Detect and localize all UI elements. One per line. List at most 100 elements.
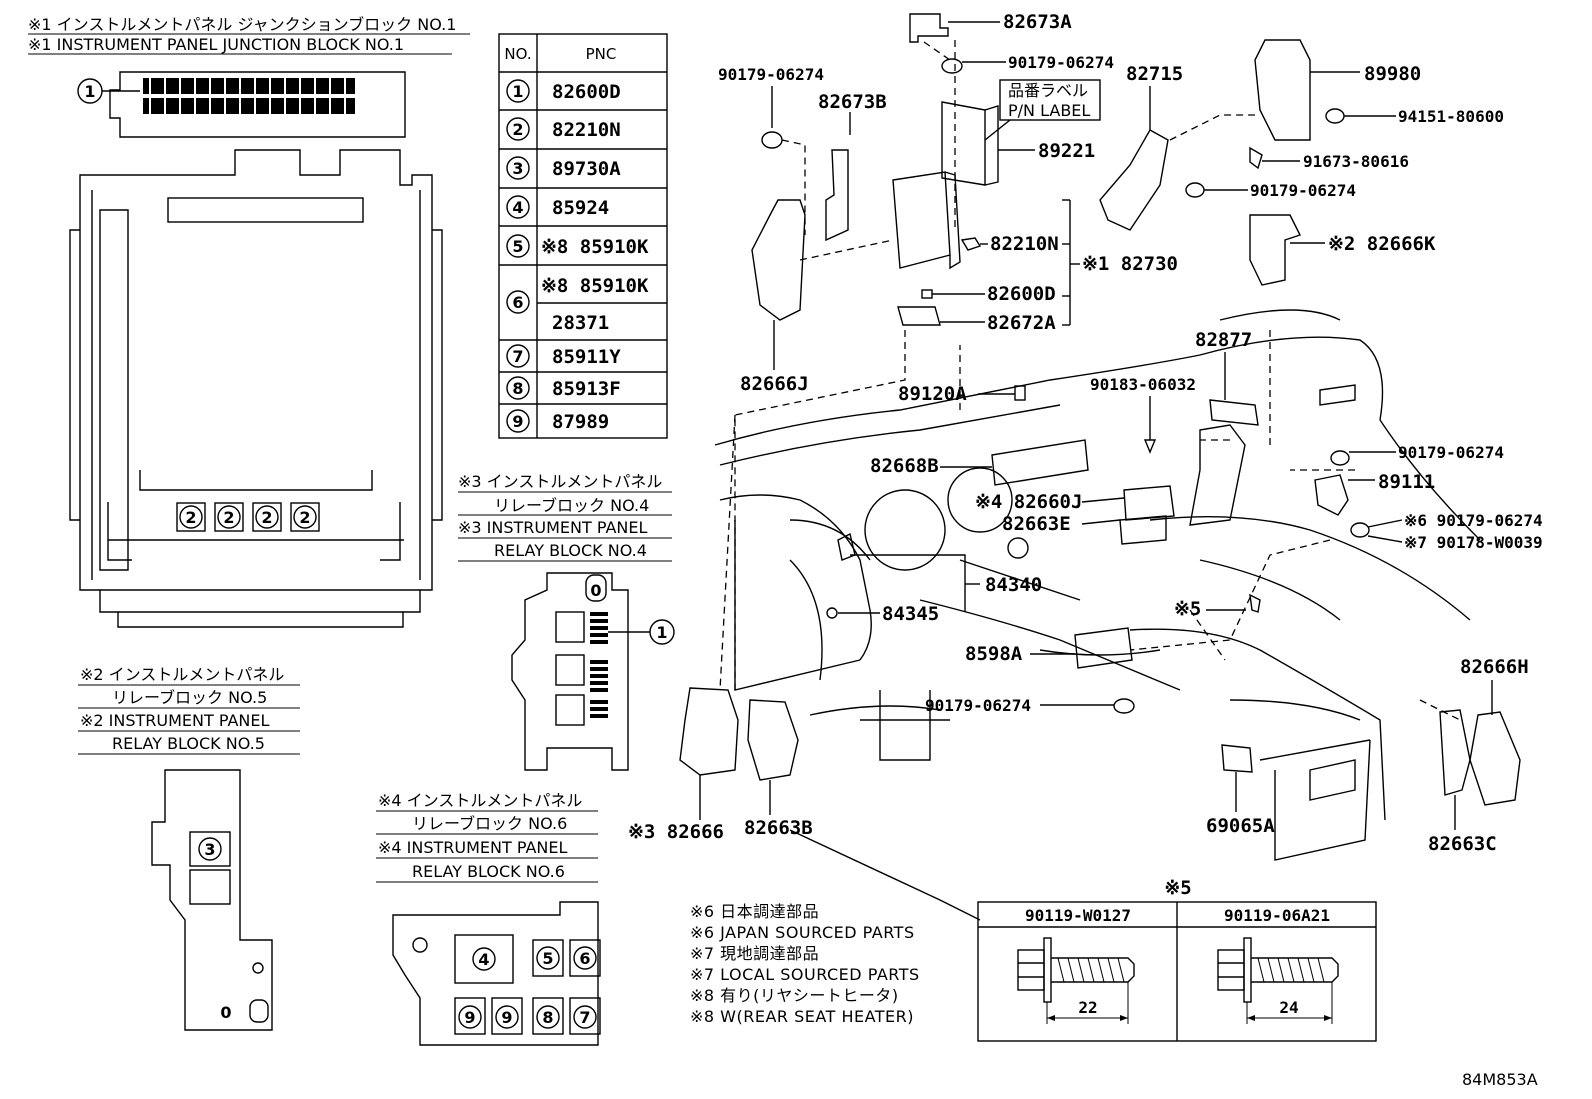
svg-text:2: 2 bbox=[512, 120, 523, 139]
svg-text:※5: ※5 bbox=[1164, 877, 1191, 899]
table-row: 5 ※8 85910K bbox=[506, 234, 649, 258]
svg-text:※3 82666: ※3 82666 bbox=[628, 821, 724, 843]
svg-text:85913F: 85913F bbox=[552, 378, 621, 400]
svg-text:2: 2 bbox=[185, 508, 196, 527]
svg-text:89111: 89111 bbox=[1378, 471, 1435, 493]
callout-1-jb: 1 bbox=[84, 82, 95, 101]
svg-text:0: 0 bbox=[220, 1003, 231, 1022]
note-line: ※6 日本調達部品 bbox=[690, 902, 819, 921]
caption-jb1-en: ※1 INSTRUMENT PANEL JUNCTION BLOCK NO.1 bbox=[28, 35, 404, 54]
svg-text:2: 2 bbox=[299, 508, 310, 527]
svg-text:4: 4 bbox=[478, 950, 489, 969]
table-row: 6 ※8 85910K 28371 bbox=[506, 275, 649, 334]
svg-text:90179-06274: 90179-06274 bbox=[718, 65, 824, 84]
middle-parts: 82877 89120A 90183-06032 90179-06274 826… bbox=[628, 329, 1543, 921]
relay-block-no5: ※2 インストルメントパネル リレーブロック NO.5 ※2 INSTRUMEN… bbox=[78, 665, 300, 1031]
svg-text:82715: 82715 bbox=[1126, 63, 1183, 85]
svg-text:82668B: 82668B bbox=[870, 455, 939, 477]
svg-text:82210N: 82210N bbox=[552, 119, 621, 141]
svg-text:82600D: 82600D bbox=[552, 81, 621, 103]
svg-text:1: 1 bbox=[512, 82, 523, 101]
svg-text:90119-W0127: 90119-W0127 bbox=[1025, 906, 1131, 925]
svg-text:9: 9 bbox=[464, 1008, 475, 1027]
svg-text:4: 4 bbox=[512, 198, 523, 217]
notes: ※6 日本調達部品 ※6 JAPAN SOURCED PARTS ※7 現地調達… bbox=[690, 902, 920, 1026]
svg-text:リレーブロック NO.4: リレーブロック NO.4 bbox=[494, 496, 649, 515]
figure-id: 84M853A bbox=[1462, 1070, 1538, 1089]
note-line: ※8 W(REAR SEAT HEATER) bbox=[690, 1007, 914, 1026]
svg-text:90183-06032: 90183-06032 bbox=[1090, 375, 1196, 394]
svg-text:85924: 85924 bbox=[552, 197, 609, 219]
note-line: ※6 JAPAN SOURCED PARTS bbox=[690, 923, 915, 942]
fuse-strip bbox=[143, 78, 355, 114]
svg-text:※5: ※5 bbox=[1174, 598, 1201, 620]
svg-text:※7 90178-W0039: ※7 90178-W0039 bbox=[1404, 533, 1543, 552]
dashboard-illustration bbox=[714, 309, 1481, 861]
table-row: 3 89730A bbox=[506, 156, 621, 180]
bolt-table: ※5 90119-W0127 90119-06A21 22 bbox=[977, 877, 1377, 1042]
table-row: 7 85911Y bbox=[506, 344, 621, 368]
table-row: 1 82600D bbox=[506, 79, 621, 103]
svg-text:90179-06274: 90179-06274 bbox=[1250, 181, 1356, 200]
svg-text:28371: 28371 bbox=[552, 312, 609, 334]
svg-text:94151-80600: 94151-80600 bbox=[1398, 107, 1504, 126]
svg-text:※6 90179-06274: ※6 90179-06274 bbox=[1404, 511, 1543, 530]
svg-text:P/N LABEL: P/N LABEL bbox=[1008, 101, 1090, 120]
fuse-strip bbox=[590, 612, 608, 718]
svg-text:※8 85910K: ※8 85910K bbox=[541, 275, 649, 297]
note-line: ※8 有り(リヤシートヒータ) bbox=[690, 986, 899, 1005]
svg-text:9: 9 bbox=[501, 1008, 512, 1027]
svg-text:22: 22 bbox=[1078, 998, 1097, 1017]
svg-text:82877: 82877 bbox=[1195, 329, 1252, 351]
note-line: ※7 LOCAL SOURCED PARTS bbox=[690, 965, 920, 984]
svg-text:90179-06274: 90179-06274 bbox=[1008, 53, 1114, 72]
svg-text:9: 9 bbox=[512, 412, 523, 431]
junction-block-no1: ※1 インストルメントパネル ジャンクションブロック NO.1 ※1 INSTR… bbox=[28, 15, 470, 628]
svg-text:RELAY BLOCK NO.6: RELAY BLOCK NO.6 bbox=[412, 862, 565, 881]
svg-text:品番ラベル: 品番ラベル bbox=[1008, 81, 1088, 100]
svg-text:89980: 89980 bbox=[1364, 63, 1421, 85]
svg-text:※2 インストルメントパネル: ※2 インストルメントパネル bbox=[80, 665, 284, 684]
table-row: 4 85924 bbox=[506, 195, 609, 219]
table-row: 2 82210N bbox=[506, 117, 621, 141]
svg-text:84340: 84340 bbox=[985, 574, 1042, 596]
relay-block-no6: ※4 インストルメントパネル リレーブロック NO.6 ※4 INSTRUMEN… bbox=[376, 791, 601, 1046]
svg-text:0: 0 bbox=[590, 581, 601, 600]
svg-text:8598A: 8598A bbox=[965, 643, 1023, 665]
svg-text:5: 5 bbox=[512, 237, 523, 256]
svg-text:※2 82666K: ※2 82666K bbox=[1328, 233, 1436, 255]
svg-text:リレーブロック NO.6: リレーブロック NO.6 bbox=[412, 814, 567, 833]
table-row: 9 87989 bbox=[506, 409, 609, 433]
bolt-drawing bbox=[1217, 937, 1339, 1024]
table-header-pnc: PNC bbox=[586, 45, 617, 63]
svg-text:※4 INSTRUMENT PANEL: ※4 INSTRUMENT PANEL bbox=[378, 838, 568, 857]
svg-text:※3 INSTRUMENT PANEL: ※3 INSTRUMENT PANEL bbox=[458, 518, 648, 537]
svg-text:2: 2 bbox=[223, 508, 234, 527]
svg-text:※4 インストルメントパネル: ※4 インストルメントパネル bbox=[378, 791, 582, 810]
svg-text:84345: 84345 bbox=[882, 603, 939, 625]
bolt-drawing bbox=[1017, 937, 1135, 1024]
svg-text:82666H: 82666H bbox=[1460, 656, 1529, 678]
svg-text:89221: 89221 bbox=[1038, 140, 1095, 162]
relay-block-no4: ※3 インストルメントパネル リレーブロック NO.4 ※3 INSTRUMEN… bbox=[458, 472, 675, 771]
svg-text:リレーブロック NO.5: リレーブロック NO.5 bbox=[112, 688, 267, 707]
svg-text:87989: 87989 bbox=[552, 411, 609, 433]
svg-text:6: 6 bbox=[579, 949, 590, 968]
svg-text:90119-06A21: 90119-06A21 bbox=[1224, 906, 1330, 925]
svg-text:※3 インストルメントパネル: ※3 インストルメントパネル bbox=[458, 472, 662, 491]
svg-text:8: 8 bbox=[512, 379, 523, 398]
svg-text:82210N: 82210N bbox=[990, 233, 1059, 255]
svg-text:82663E: 82663E bbox=[1002, 513, 1071, 535]
svg-text:2: 2 bbox=[261, 508, 272, 527]
pnc-table: NO. PNC 1 82600D 2 82210N 3 89730A 4 859… bbox=[498, 33, 668, 439]
jb-relay-slots: 2 2 2 2 bbox=[176, 502, 320, 532]
svg-text:※1 82730: ※1 82730 bbox=[1082, 253, 1178, 275]
svg-text:82600D: 82600D bbox=[987, 283, 1056, 305]
upper-parts: 82673A 90179-06274 90179-06274 82673B 品番… bbox=[718, 11, 1504, 690]
svg-text:※8 85910K: ※8 85910K bbox=[541, 236, 649, 258]
svg-text:82663C: 82663C bbox=[1428, 833, 1497, 855]
svg-text:3: 3 bbox=[204, 840, 215, 859]
svg-text:90179-06274: 90179-06274 bbox=[925, 696, 1031, 715]
svg-text:7: 7 bbox=[512, 347, 523, 366]
